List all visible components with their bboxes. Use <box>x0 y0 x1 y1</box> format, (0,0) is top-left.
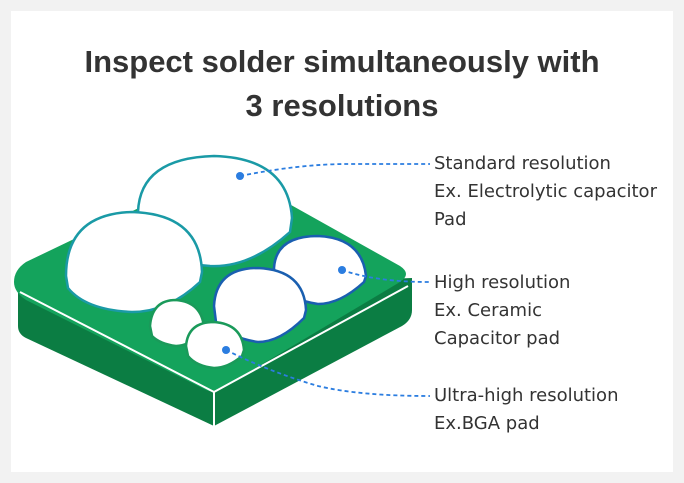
leader-dot-ultra <box>222 346 230 354</box>
standard-dome-front <box>64 210 204 314</box>
leader-line-standard <box>239 163 430 177</box>
label-ultra-title: Ultra-high resolution <box>434 385 619 406</box>
leader-line-ultra <box>225 349 431 397</box>
leader-dot-high <box>338 266 346 274</box>
label-standard-resolution: Standard resolution Ex. Electrolytic cap… <box>434 150 657 234</box>
title-line-2: 3 resolutions <box>245 88 439 123</box>
page-title: Inspect solder simultaneously with 3 res… <box>0 40 684 128</box>
label-high-example: Ex. Ceramic <box>434 300 542 321</box>
label-standard-example: Ex. Electrolytic capacitor <box>434 181 657 202</box>
label-standard-title: Standard resolution <box>434 153 611 174</box>
leader-dot-standard <box>236 172 244 180</box>
ultra-dome-front <box>184 320 246 370</box>
label-ultra-high-resolution: Ultra-high resolution Ex.BGA pad <box>434 382 618 438</box>
label-high-title: High resolution <box>434 272 571 293</box>
label-high-resolution: High resolution Ex. Ceramic Capacitor pa… <box>434 269 570 353</box>
label-ultra-example: Ex.BGA pad <box>434 413 540 434</box>
label-high-example-cont: Capacitor pad <box>434 328 561 349</box>
label-standard-example-cont: Pad <box>434 209 467 230</box>
leader-line-high <box>341 269 431 283</box>
title-line-1: Inspect solder simultaneously with <box>84 44 600 79</box>
